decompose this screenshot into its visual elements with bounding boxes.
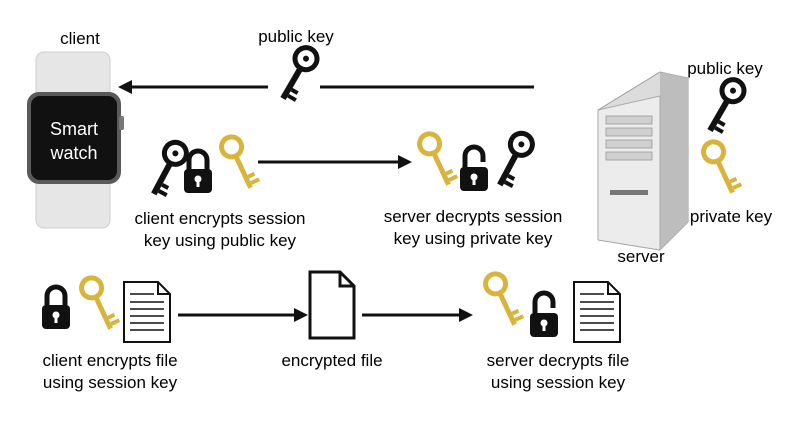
black-key-icon: [700, 76, 748, 137]
public-key-transfer-arrow: [118, 80, 534, 94]
padlock-locked-icon: [42, 287, 70, 329]
server-session-caption-line2: key using private key: [393, 229, 553, 248]
black-key-icon: [490, 129, 537, 190]
document-icon: [123, 281, 171, 343]
black-key-icon: [144, 138, 191, 199]
document-icon: [573, 281, 621, 343]
server-private-key-label: private key: [689, 207, 773, 226]
padlock-locked-icon: [184, 151, 212, 193]
client-session-caption-line2: key using public key: [143, 231, 297, 250]
client-label: client: [60, 29, 100, 48]
blank-document-icon: [308, 270, 356, 340]
gold-key-icon: [482, 270, 525, 329]
server-session-caption-line1: server decrypts session: [383, 207, 563, 226]
client-file-caption-line2: using session key: [42, 373, 178, 392]
file-to-encrypted-arrow: [178, 308, 308, 322]
encrypted-to-server-arrow: [362, 308, 473, 322]
session-key-arrow: [258, 155, 412, 169]
server-icon: [597, 71, 689, 251]
gold-key-icon: [218, 133, 261, 192]
public-key-transfer-label: public key: [258, 27, 334, 46]
gold-key-icon: [78, 274, 121, 333]
server-label: server: [617, 247, 665, 266]
server-file-caption-line2: using session key: [490, 373, 626, 392]
encrypted-file-caption: encrypted file: [281, 351, 383, 370]
client-session-caption-line1: client encrypts session: [134, 209, 306, 228]
client-file-caption-line1: client encrypts file: [42, 351, 178, 370]
black-key-icon: [273, 44, 321, 105]
watch-screen-line2: watch: [50, 143, 98, 163]
gold-key-icon: [700, 138, 743, 197]
smartwatch-icon: [27, 51, 124, 229]
padlock-open-icon: [530, 293, 558, 337]
server-file-caption-line1: server decrypts file: [486, 351, 630, 370]
padlock-open-icon: [460, 147, 488, 191]
watch-screen-line1: Smart: [49, 119, 98, 139]
gold-key-icon: [416, 130, 459, 189]
server-public-key-label: public key: [687, 59, 763, 78]
